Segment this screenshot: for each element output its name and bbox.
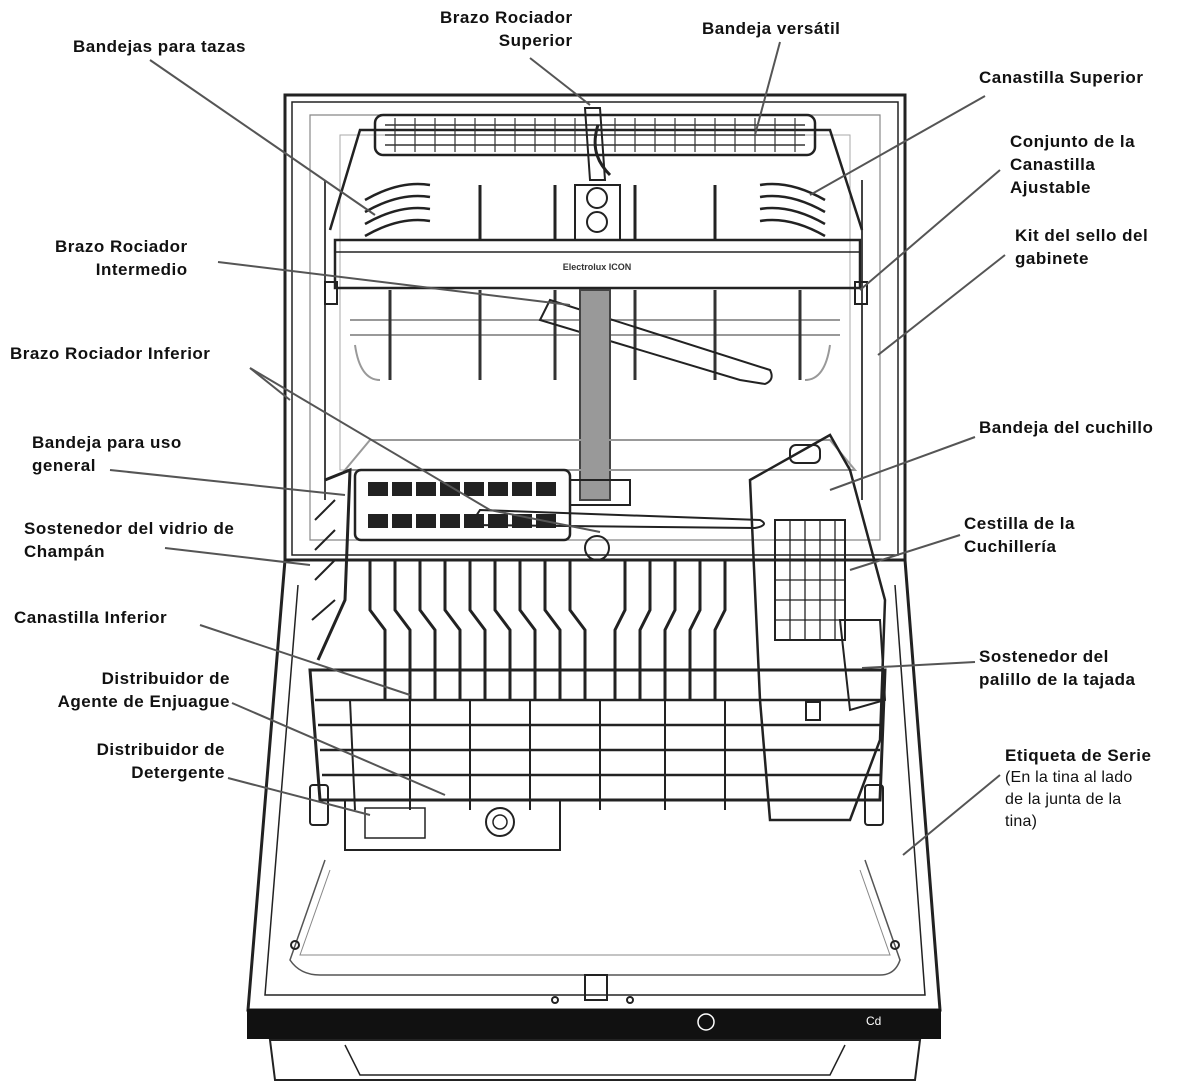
leader-toothpick-holder xyxy=(861,661,976,669)
leader-lines xyxy=(109,41,1006,856)
label-silverware-basket: Cestilla de la Cuchillería xyxy=(964,514,1075,556)
label-versatile-tray: Bandeja versátil xyxy=(702,19,841,38)
label-mid-spray-arm: Brazo Rociador Intermedio xyxy=(55,237,188,279)
leader-rinse-dispenser xyxy=(231,702,446,796)
dishwasher-illustration xyxy=(246,93,942,1081)
label-cup-shelves: Bandejas para tazas xyxy=(73,37,246,56)
leader-mid-spray-arm xyxy=(217,261,571,306)
leader-lower-spray-arm-b xyxy=(249,367,291,401)
panel-mark: Cd xyxy=(866,1014,882,1028)
label-general-tray: Bandeja para uso general xyxy=(32,433,182,475)
label-lower-rack: Canastilla Inferior xyxy=(14,608,168,627)
leader-serial-label xyxy=(902,774,1001,856)
leader-lower-spray-arm-c xyxy=(489,509,601,533)
serial-label-note-2: de la junta de la xyxy=(1005,791,1122,808)
leader-upper-rack xyxy=(809,95,986,196)
label-serial-label: Etiqueta de Serie (En la tina al lado de… xyxy=(1005,744,1151,833)
label-upper-rack: Canastilla Superior xyxy=(979,68,1144,87)
leader-silverware-basket xyxy=(849,534,961,571)
leader-knife-tray xyxy=(829,436,976,491)
leader-general-tray xyxy=(109,469,346,496)
brand-text: Electrolux ICON xyxy=(563,262,632,272)
leader-champagne-holder xyxy=(164,547,311,566)
leader-lower-rack xyxy=(199,624,411,696)
leader-cup-shelves xyxy=(149,59,376,216)
label-toothpick-holder: Sostenedor del palillo de la tajada xyxy=(979,647,1136,689)
label-upper-spray-arm: Brazo Rociador Superior xyxy=(440,8,573,50)
label-lower-spray-arm: Brazo Rociador Inferior xyxy=(10,344,211,363)
leader-lower-spray-arm-a xyxy=(249,367,491,511)
leader-versatile-tray xyxy=(754,41,781,136)
label-cabinet-seal: Kit del sello del gabinete xyxy=(1015,226,1149,268)
label-knife-tray: Bandeja del cuchillo xyxy=(979,418,1154,437)
leader-detergent-dispenser xyxy=(227,777,371,816)
serial-label-note-1: (En la tina al lado xyxy=(1005,769,1133,786)
leader-adjustable-rack xyxy=(859,169,1001,291)
label-champagne-holder: Sostenedor del vidrio de Champán xyxy=(24,519,235,561)
serial-label-note-3: tina) xyxy=(1005,813,1038,830)
label-adjustable-rack: Conjunto de la Canastilla Ajustable xyxy=(1010,132,1136,197)
leader-cabinet-seal xyxy=(877,254,1006,356)
leader-upper-spray-arm xyxy=(529,57,591,106)
label-rinse-dispenser: Distribuidor de Agente de Enjuague xyxy=(57,669,230,711)
label-detergent-dispenser: Distribuidor de Detergente xyxy=(96,740,225,782)
